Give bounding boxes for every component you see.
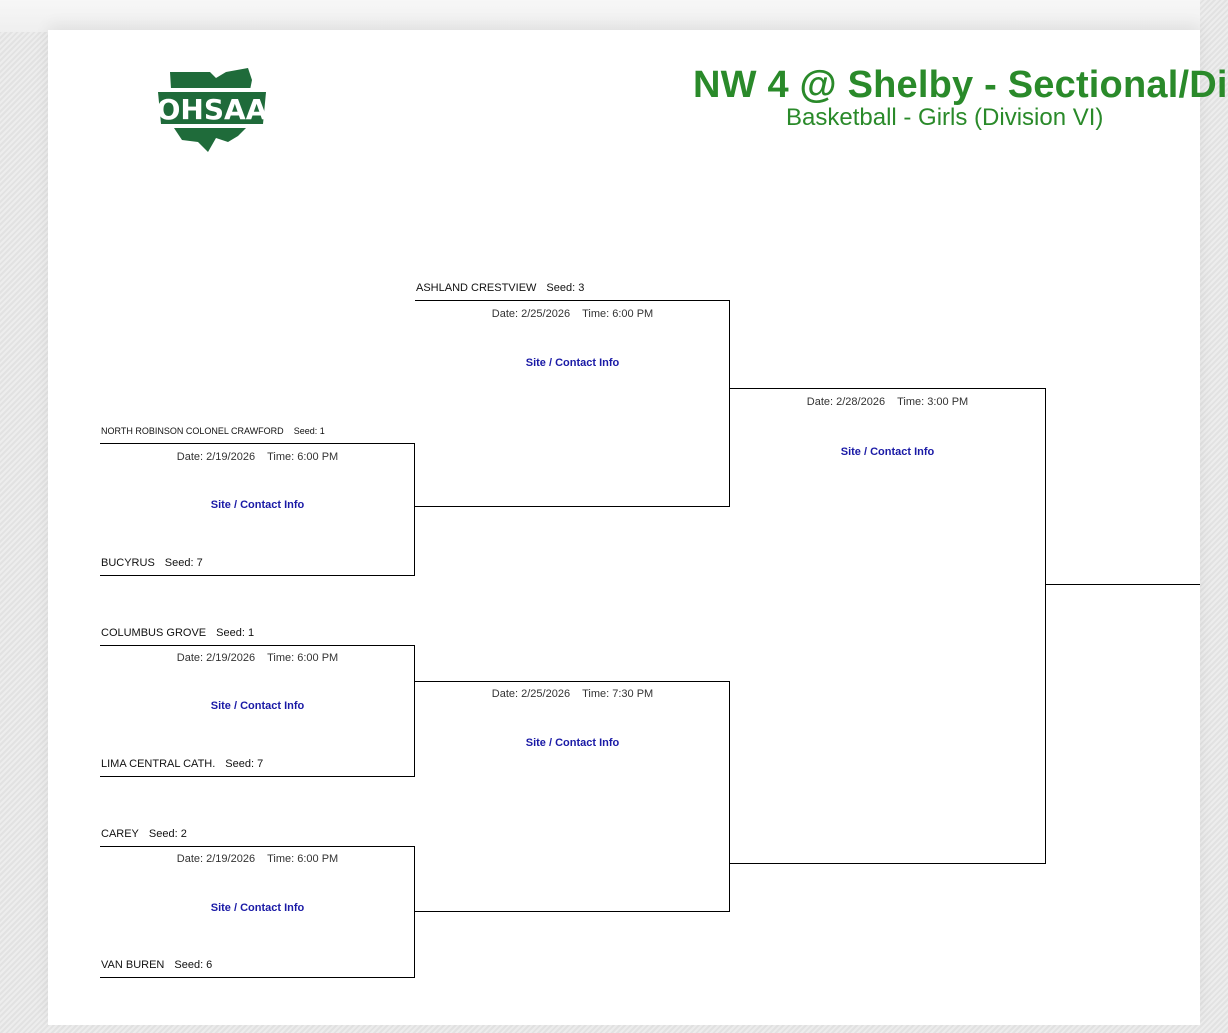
bracket-line: [100, 977, 415, 978]
team-seed: Seed: 7: [225, 758, 264, 770]
bracket-line: [415, 681, 730, 682]
site-contact-link[interactable]: Site / Contact Info: [840, 446, 935, 458]
site-contact-link[interactable]: Site / Contact Info: [525, 357, 620, 369]
team-name: COLUMBUS GROVE: [101, 627, 207, 639]
bracket-line: [1045, 388, 1046, 864]
team-name: ASHLAND CRESTVIEW: [416, 282, 537, 294]
bracket-line: [414, 645, 415, 777]
team-name: LIMA CENTRAL CATH.: [101, 758, 216, 770]
page-subtitle: Basketball - Girls (Division VI): [786, 104, 1104, 131]
bracket-line: [414, 846, 415, 978]
team-entry: VAN BUREN Seed: 6: [101, 959, 212, 971]
team-name: BUCYRUS: [101, 557, 155, 569]
team-name: VAN BUREN: [101, 959, 165, 971]
site-contact-link[interactable]: Site / Contact Info: [210, 700, 305, 712]
team-entry: COLUMBUS GROVE Seed: 1: [101, 627, 254, 639]
bracket-line: [100, 443, 415, 444]
team-entry: CAREY Seed: 2: [101, 828, 187, 840]
team-seed: Seed: 6: [174, 959, 213, 971]
team-entry: ASHLAND CRESTVIEW Seed: 3: [416, 282, 584, 294]
team-entry: NORTH ROBINSON COLONEL CRAWFORD Seed: 1: [101, 426, 325, 436]
team-seed: Seed: 3: [546, 282, 585, 294]
team-seed: Seed: 1: [216, 627, 255, 639]
bracket-line: [415, 300, 730, 301]
bracket-line: [1045, 584, 1200, 585]
team-seed: Seed: 7: [164, 557, 203, 569]
browser-top-bar: [0, 0, 1200, 32]
bracket-line: [414, 443, 415, 576]
page-title: NW 4 @ Shelby - Sectional/Di: [693, 64, 1228, 106]
team-name: CAREY: [101, 828, 139, 840]
team-seed: Seed: 2: [148, 828, 187, 840]
bracket-line: [730, 388, 1046, 389]
bracket-line: [414, 911, 730, 912]
bracket-line: [100, 846, 415, 847]
bracket-line: [729, 300, 730, 507]
bracket-line: [729, 681, 730, 912]
bracket-page: [48, 30, 1200, 1025]
bracket-line: [730, 863, 1046, 864]
bracket-line: [100, 575, 415, 576]
team-name: NORTH ROBINSON COLONEL CRAWFORD: [101, 426, 284, 436]
site-contact-link[interactable]: Site / Contact Info: [210, 499, 305, 511]
site-contact-link[interactable]: Site / Contact Info: [525, 737, 620, 749]
bracket-line: [100, 776, 415, 777]
team-entry: BUCYRUS Seed: 7: [101, 557, 203, 569]
team-seed: Seed: 1: [293, 426, 325, 436]
logo-text: OHSAA: [157, 93, 268, 126]
ohsaa-logo: OHSAA: [154, 68, 270, 152]
team-entry: LIMA CENTRAL CATH. Seed: 7: [101, 758, 263, 770]
bracket-line: [414, 506, 730, 507]
bracket-line: [100, 645, 415, 646]
site-contact-link[interactable]: Site / Contact Info: [210, 902, 305, 914]
